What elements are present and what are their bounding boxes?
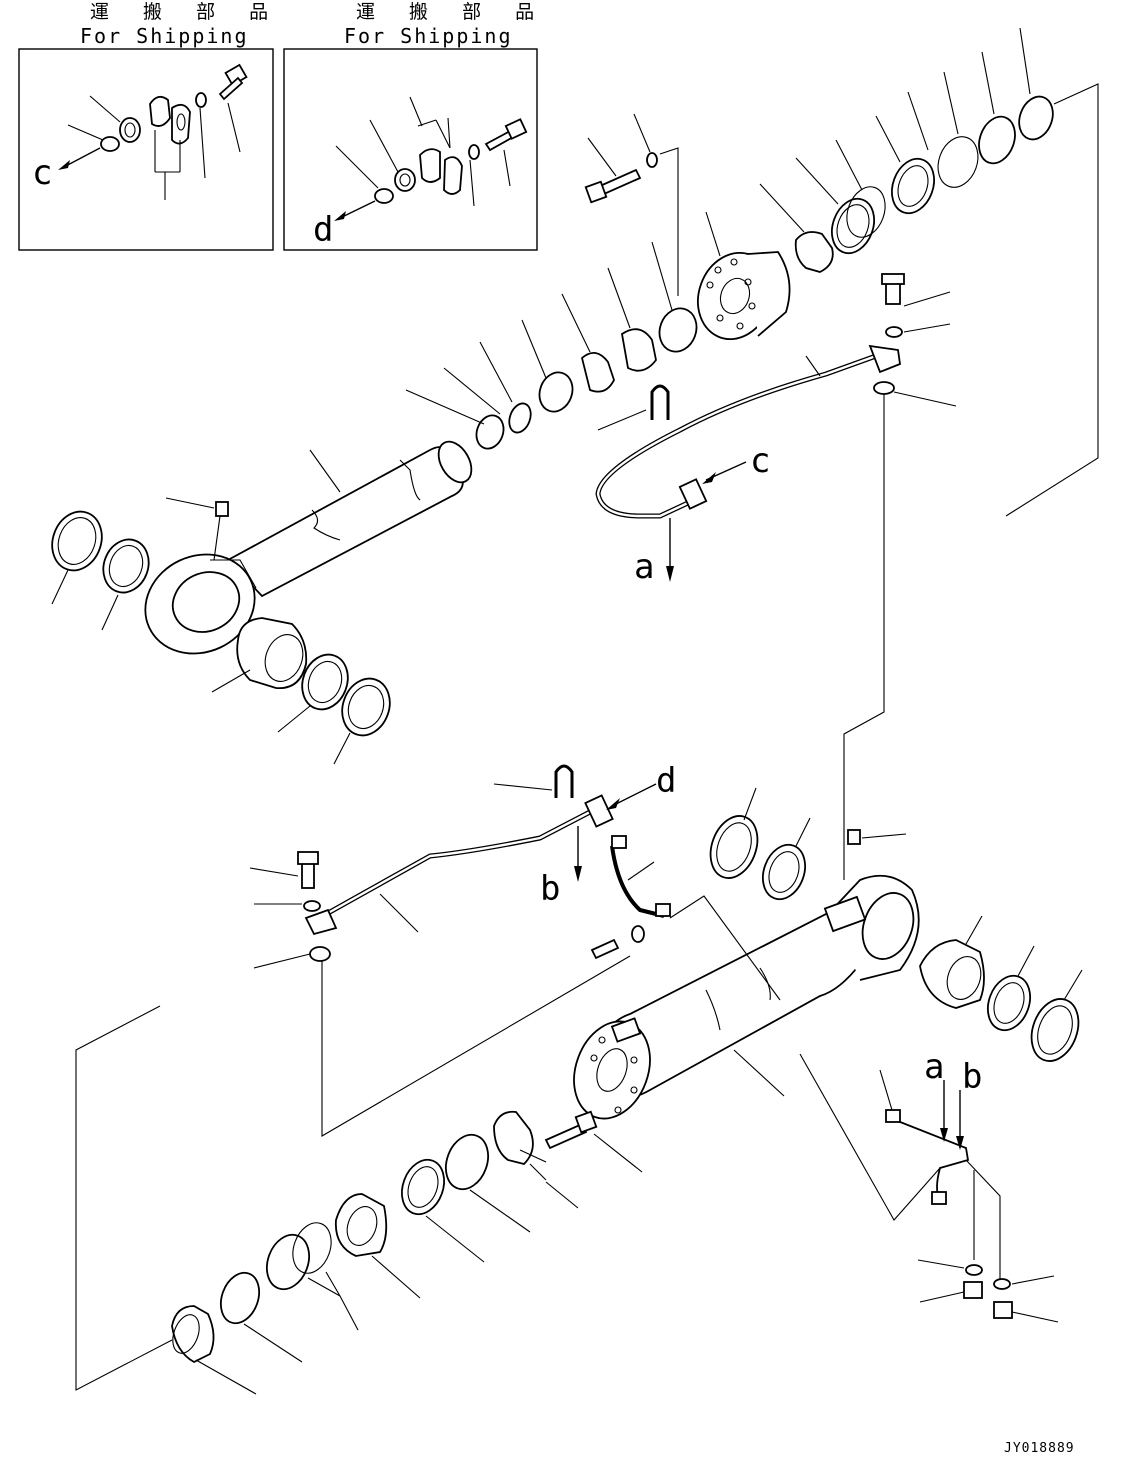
arrow-head-icon [334, 211, 346, 221]
ring-seal-part [374, 168, 416, 204]
head-bolt [584, 113, 679, 296]
arrow-head-icon [666, 566, 674, 582]
head-seal-stack [759, 27, 1099, 517]
clamp-band [590, 835, 781, 1001]
rod-seal-stack [405, 241, 698, 450]
cylinder-tube [573, 829, 920, 1120]
arrow-head-icon [956, 1136, 964, 1150]
bolt-part [484, 118, 528, 152]
ref-b-label-lower: b [540, 869, 560, 909]
arrow-head-icon [574, 866, 582, 882]
ref-a-label-upper: a [634, 547, 654, 587]
ref-c-label: c [32, 153, 52, 193]
rod-eye-seals [51, 510, 391, 765]
tube-eye-seals [709, 787, 1083, 1062]
shipping-box-2-label: For Shipping [344, 24, 513, 48]
piston-stack [75, 1005, 643, 1395]
bolt-part [218, 63, 248, 101]
washer-part [468, 144, 480, 160]
ref-d-label-box: d [313, 210, 333, 250]
split-flange-part [419, 148, 463, 195]
upper-hose-pipe: c a [595, 273, 957, 880]
split-flange-part [149, 95, 191, 145]
ref-c-label-upper: c [750, 441, 770, 481]
drawing-code: JY018889 [1004, 1441, 1075, 1456]
arrow-head-icon [58, 160, 70, 170]
washer-part [195, 92, 207, 108]
shipping-box-1-frame [18, 48, 274, 251]
arrow-head-icon [702, 472, 716, 484]
arrow-head-icon [940, 1128, 948, 1142]
ref-d-label-lower: d [656, 761, 676, 801]
ref-a-label-lower: a [924, 1047, 944, 1087]
shipping-box-1-label: For Shipping [80, 24, 249, 48]
shipping-box-1: 運 搬 部 品 For Shipping c [18, 1, 282, 251]
shipping-box-1-kanji: 運 搬 部 品 [90, 1, 282, 23]
bracket-assembly: a b [799, 1047, 1059, 1323]
ring-seal-part [100, 117, 141, 152]
ref-b-label-bracket: b [962, 1057, 982, 1097]
cylinder-head [697, 211, 791, 341]
piston-rod [144, 440, 473, 655]
lower-hose-pipe: d b [249, 761, 676, 1137]
shipping-box-2-kanji: 運 搬 部 品 [356, 1, 548, 23]
shipping-box-2-frame [283, 48, 538, 251]
arrow-head-icon [606, 798, 620, 810]
shipping-box-2: 運 搬 部 品 For Shipping d [283, 1, 548, 251]
